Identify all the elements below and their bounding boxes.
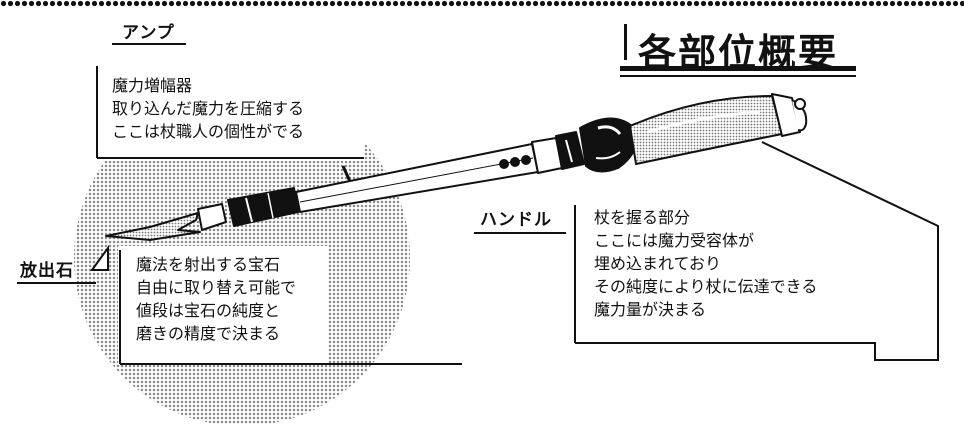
handle-line: ここには魔力受容体が: [594, 231, 755, 250]
emitter-callout-frame: [17, 244, 462, 365]
top-dotted-border: [0, 0, 964, 7]
handle-callout-frame: [474, 141, 939, 361]
handle-line: その純度により杖に伝達できる: [594, 277, 818, 296]
emitter-line: 魔法を射出する宝石: [136, 255, 281, 274]
amp-line: ここは杖職人の個性がでる: [112, 122, 305, 141]
handle-line: 埋め込まれており: [594, 254, 722, 273]
amp-label: アンプ: [122, 23, 175, 43]
title-underline-thin: [620, 75, 856, 77]
wand: [105, 93, 808, 241]
title-underline-thick: [620, 66, 856, 71]
amp-text-panel: [94, 66, 364, 161]
handle-line: 魔力量が決まる: [594, 300, 707, 319]
amp-line: 魔力増幅器: [112, 76, 193, 95]
amp-description: 魔力増幅器 取り込んだ魔力を圧縮する ここは杖職人の個性がでる: [112, 74, 304, 143]
handle-line: 杖を握る部分: [594, 208, 691, 227]
handle-description: 杖を握る部分 ここには魔力受容体が 埋め込まれており その純度により杖に伝達でき…: [594, 206, 817, 321]
title-bar: [624, 24, 627, 60]
page-title: 各部位概要: [638, 31, 839, 75]
emitter-text-panel: [118, 246, 328, 364]
amp-line: 取り込んだ魔力を圧縮する: [112, 99, 305, 118]
emitter-line: 自由に取り替え可能で: [136, 278, 297, 297]
emitter-stone: [105, 212, 201, 241]
emitter-line: 値段は宝石の純度と: [136, 301, 281, 320]
handle-label: ハンドル: [480, 210, 552, 230]
emitter-description: 魔法を射出する宝石 自由に取り替え可能で 値段は宝石の純度と 磨きの精度で決まる: [136, 253, 296, 345]
emitter-label: 放出石: [20, 261, 74, 281]
emitter-line: 磨きの精度で決まる: [136, 324, 281, 343]
